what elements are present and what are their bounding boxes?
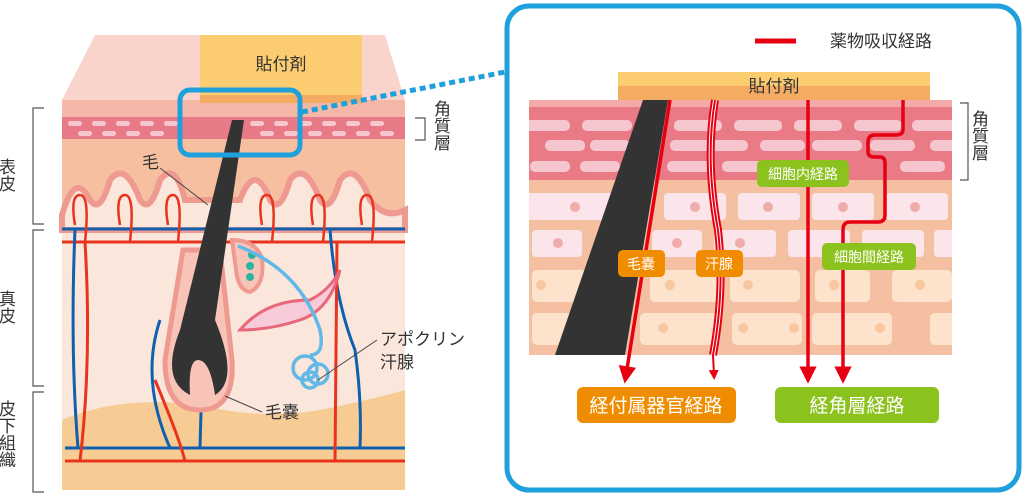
intracellular-tag-label: 細胞内経路 — [768, 167, 838, 183]
apocrine-callout-2: 汗腺 — [380, 353, 414, 373]
follicle-path — [618, 99, 672, 384]
hair-callout: 毛 — [142, 153, 159, 173]
left-stratum-corneum-label: 角質層 — [430, 100, 451, 151]
hair-shaft-magnified — [555, 100, 668, 355]
subcutis-label: 皮下組織 — [0, 400, 16, 468]
follicle-tag — [618, 250, 665, 277]
right-patch-label: 貼付剤 — [749, 77, 800, 97]
drug-absorption-paths — [618, 99, 905, 384]
intercellular-tag — [822, 243, 916, 270]
dermal-papillae — [59, 170, 408, 233]
left-patch-label: 貼付剤 — [256, 55, 307, 75]
appendageal-route-box — [577, 387, 736, 423]
sweat-gland-path — [708, 99, 722, 380]
right-magnified-panel: 薬物吸収経路 貼付剤 角質層 — [504, 3, 1022, 493]
intercellular-tag-label: 細胞間経路 — [834, 250, 904, 266]
left-skin-cross-section: 貼付剤 毛 毛嚢 アポクリン 汗腺 表皮 真皮 皮下組織 角質層 — [0, 35, 506, 493]
apocrine-callout-1: アポクリン — [380, 330, 465, 350]
zoom-connector — [301, 69, 506, 115]
transcorneal-route-label: 経角層経路 — [809, 395, 904, 417]
arrector-pili-muscle — [236, 269, 342, 332]
sweat-gland-tag — [696, 250, 743, 277]
blood-vessels — [62, 193, 405, 463]
intracellular-tag — [757, 160, 849, 187]
sweat-gland-tag-label: 汗腺 — [705, 257, 733, 273]
legend-label: 薬物吸収経路 — [830, 32, 932, 52]
right-patch — [618, 72, 930, 86]
skin-cell-layers — [529, 100, 952, 355]
transcorneal-route-box — [775, 387, 939, 423]
right-stratum-corneum-label: 角質層 — [968, 110, 989, 161]
layer-brackets — [32, 107, 426, 493]
intercellular-path — [834, 100, 905, 384]
subcutaneous-fat — [62, 390, 405, 490]
appendageal-route-label: 経付属器官経路 — [589, 395, 722, 417]
follicle-tag-label: 毛嚢 — [627, 257, 655, 273]
zoom-highlight-box — [177, 87, 303, 158]
dermis-label: 真皮 — [0, 290, 16, 324]
apocrine-duct — [237, 244, 323, 357]
follicle-callout: 毛嚢 — [265, 403, 299, 423]
hair-shaft — [172, 120, 244, 395]
epidermis-label: 表皮 — [0, 158, 16, 192]
